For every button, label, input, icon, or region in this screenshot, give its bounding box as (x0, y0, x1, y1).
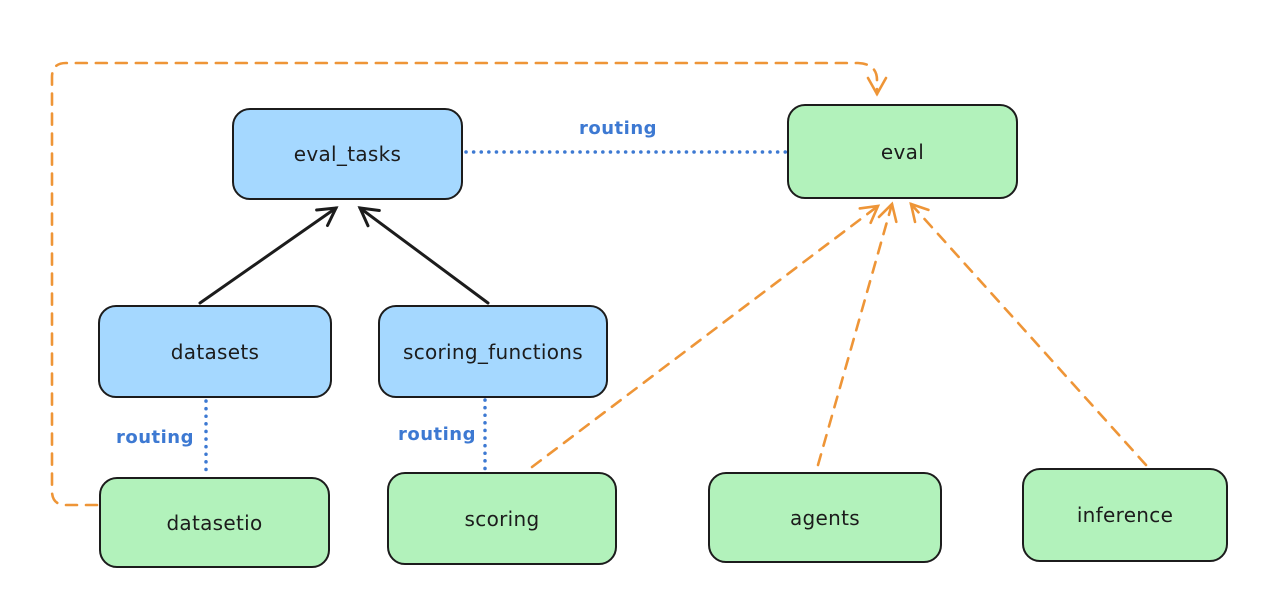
edge-datasets-to-eval-tasks (198, 206, 339, 305)
node-datasetio: datasetio (99, 477, 330, 568)
node-label: agents (790, 505, 860, 530)
edge-datasetio-to-eval-loop (50, 61, 888, 507)
edge-scoring-to-eval (530, 204, 881, 469)
node-datasets: datasets (98, 305, 332, 398)
routing-label-eval-tasks-eval: routing (578, 118, 658, 139)
node-label: eval_tasks (293, 142, 402, 166)
node-label: datasets (170, 339, 260, 364)
node-label: eval (880, 139, 925, 164)
node-label: datasetio (166, 510, 263, 535)
node-eval-tasks: eval_tasks (232, 108, 463, 200)
node-eval: eval (787, 104, 1018, 199)
node-label: inference (1076, 503, 1174, 527)
node-label: scoring (464, 506, 540, 531)
node-label: scoring_functions (402, 339, 584, 364)
routing-label-scoring-functions-scoring: routing (397, 424, 476, 445)
node-inference: inference (1022, 468, 1228, 562)
edge-inference-to-eval (909, 202, 1148, 467)
node-scoring: scoring (387, 472, 617, 565)
routing-label-datasets-datasetio: routing (115, 427, 194, 448)
node-agents: agents (708, 472, 942, 563)
edge-scoring-functions-to-eval-tasks (357, 206, 490, 305)
edge-agents-to-eval (816, 201, 898, 467)
node-scoring-functions: scoring_functions (378, 305, 608, 398)
